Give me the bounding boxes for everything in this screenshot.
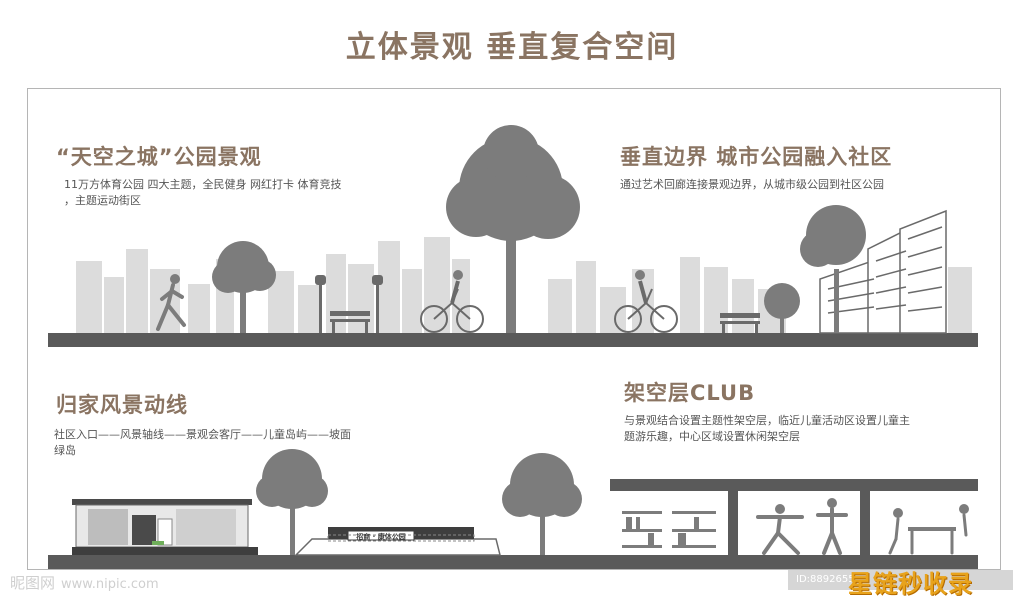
section-heading: 归家风景动线: [56, 393, 188, 417]
upper-ground-strip: [48, 333, 978, 347]
footer-bar: [788, 570, 1013, 590]
city-skyline: [76, 237, 972, 333]
description-line: 题游乐趣，中心区域设置休闲架空层: [624, 430, 800, 443]
section-heading: “天空之城”公园景观: [56, 145, 262, 169]
runner-icon: [156, 274, 186, 331]
residential-towers: [819, 209, 947, 334]
gate-sign: 招商 · 康体公园: [356, 532, 406, 541]
description-line: 绿岛: [54, 444, 76, 457]
description-line: 通过艺术回廊连接景观边界，从城市级公园到社区公园: [620, 178, 884, 191]
community-gate: [294, 527, 501, 556]
description-line: 社区入口——风景轴线——景观会客厅——儿童岛屿——坡面: [54, 428, 351, 441]
description-line: 与景观结合设置主题性架空层，临近儿童活动区设置儿童主: [624, 414, 910, 427]
section-description: 11万方体育公园 四大主题，全民健身 网红打卡 体育竞技 ，主题运动街区: [64, 177, 342, 209]
lower-ground-strip: [48, 555, 978, 569]
large-tree-icon: [446, 125, 580, 333]
cyclist-icon: [614, 270, 678, 333]
description-line: ，主题运动街区: [64, 194, 141, 207]
bench-icon: [720, 313, 760, 333]
tree-icon: [502, 453, 582, 555]
watermark-site: 昵图网: [10, 574, 56, 592]
page-title: 立体景观 垂直复合空间: [345, 30, 679, 65]
section-description: 与景观结合设置主题性架空层，临近儿童活动区设置儿童主 题游乐趣，中心区域设置休闲…: [624, 413, 910, 445]
brand-logo: 星链秒收录: [848, 570, 973, 598]
landscape-illustration: 招商 · 康体公园: [48, 125, 978, 569]
bench-icon: [330, 311, 370, 333]
bookshelf-icon: [622, 511, 716, 548]
watermark: 昵图网 www.nipic.com: [10, 572, 159, 593]
tree-icon: [256, 449, 328, 555]
watermark-url: www.nipic.com: [61, 577, 159, 592]
section-heading: 垂直边界 城市公园融入社区: [620, 145, 893, 169]
pilotis-club: [610, 479, 978, 555]
image-id: ID:8892655: [796, 574, 855, 585]
yoga-figure-icon: [756, 504, 804, 555]
cyclist-icon: [420, 270, 484, 333]
illustration-panel: 招商 · 康体公园: [27, 88, 1001, 570]
small-tree-icon: [764, 283, 800, 333]
section-heading: 架空层CLUB: [624, 381, 756, 405]
description-line: 11万方体育公园 四大主题，全民健身 网红打卡 体育竞技: [64, 178, 342, 191]
pavilion-building: [72, 499, 258, 555]
tree-icon: [212, 241, 276, 333]
tree-icon: [800, 205, 866, 333]
street-lamp-icon: [315, 275, 383, 333]
section-description: 通过艺术回廊连接景观边界，从城市级公园到社区公园: [620, 177, 884, 193]
table-tennis-icon: [888, 504, 969, 555]
section-description: 社区入口——风景轴线——景观会客厅——儿童岛屿——坡面 绿岛: [54, 427, 351, 459]
fitness-figure-icon: [816, 498, 848, 555]
